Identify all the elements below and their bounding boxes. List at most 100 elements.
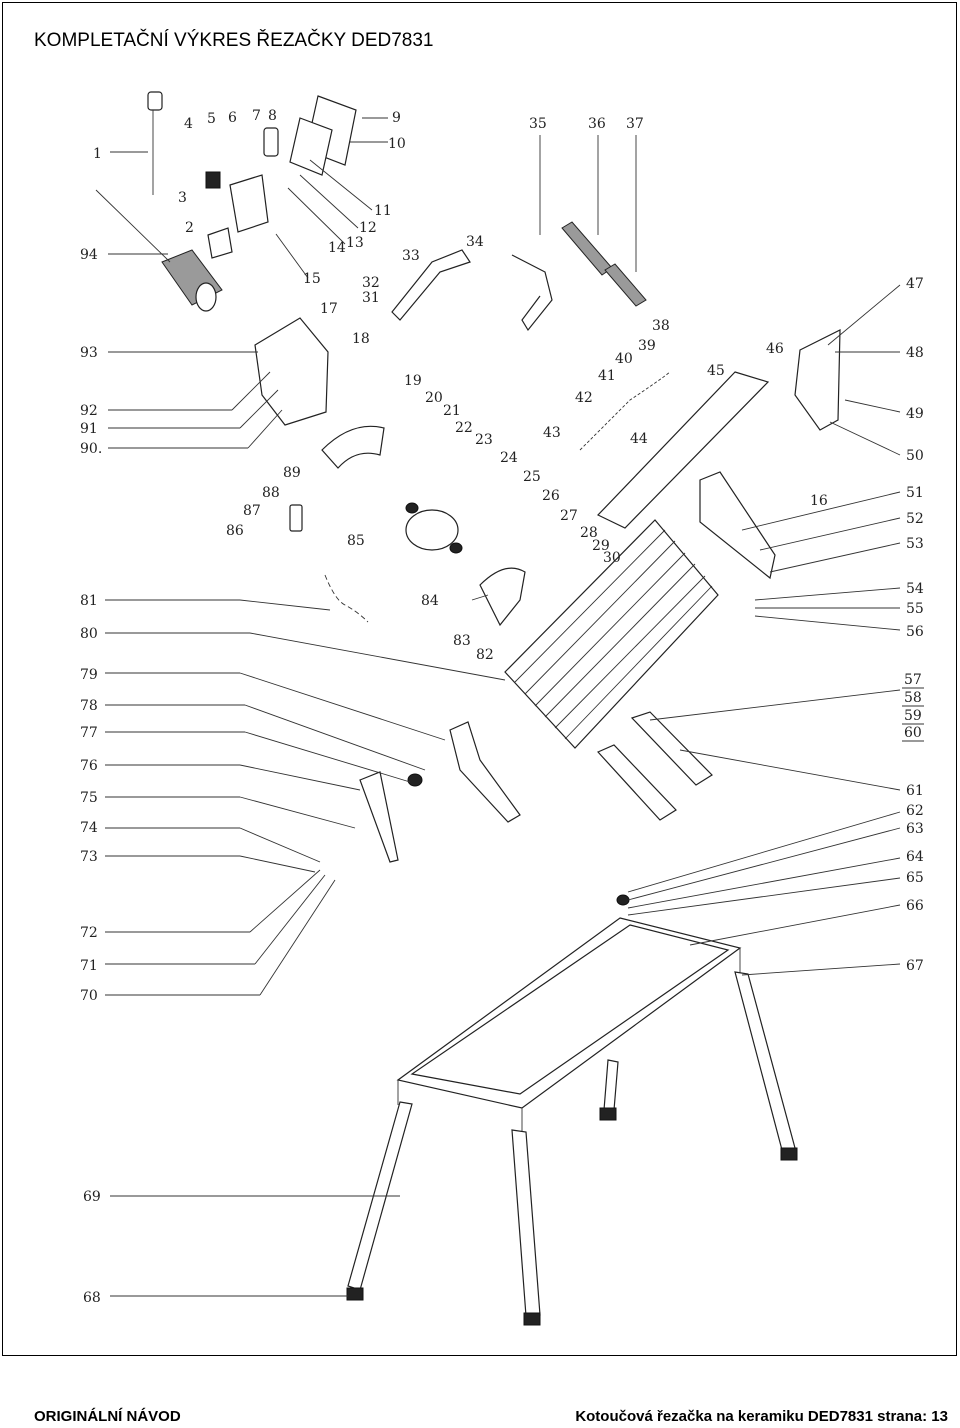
callout-38: 38 xyxy=(652,318,670,334)
drawing-frame xyxy=(2,2,957,1356)
callout-83: 83 xyxy=(453,633,471,649)
callout-62: 62 xyxy=(906,803,924,819)
callout-77: 77 xyxy=(80,725,98,741)
callout-75: 75 xyxy=(80,790,98,806)
callout-67: 67 xyxy=(906,958,924,974)
callout-64: 64 xyxy=(906,849,924,865)
callout-78: 78 xyxy=(80,698,98,714)
callout-58: 58 xyxy=(904,690,922,706)
callout-18: 18 xyxy=(352,331,370,347)
footer-page-info: Kotoučová řezačka na keramiku DED7831 st… xyxy=(575,1408,948,1425)
callout-2: 2 xyxy=(185,220,194,236)
callout-17: 17 xyxy=(320,301,338,317)
page-title: KOMPLETAČNÍ VÝKRES ŘEZAČKY DED7831 xyxy=(34,30,434,51)
callout-63: 63 xyxy=(906,821,924,837)
callout-30: 30 xyxy=(603,550,621,566)
callout-40: 40 xyxy=(615,351,633,367)
callout-46: 46 xyxy=(766,341,784,357)
callout-11: 11 xyxy=(374,203,392,219)
callout-14: 14 xyxy=(328,240,346,256)
chain xyxy=(324,574,369,623)
callout-36: 36 xyxy=(588,116,606,132)
callout-13: 13 xyxy=(346,235,364,251)
callout-22: 22 xyxy=(455,420,473,436)
callout-53: 53 xyxy=(906,536,924,552)
callout-87: 87 xyxy=(243,503,261,519)
rear-guard xyxy=(479,567,526,627)
callout-89: 89 xyxy=(283,465,301,481)
callout-16: 16 xyxy=(810,493,828,509)
callout-35: 35 xyxy=(529,116,547,132)
stand xyxy=(346,894,798,1326)
callout-92: 92 xyxy=(80,403,98,419)
callout-80: 80 xyxy=(80,626,98,642)
callout-61: 61 xyxy=(906,783,924,799)
callout-5: 5 xyxy=(207,111,216,127)
rail-foot-back xyxy=(630,711,713,786)
callout-29: 29 xyxy=(592,538,610,554)
callout-60: 60 xyxy=(904,725,922,741)
callout-37: 37 xyxy=(626,116,644,132)
switch-box xyxy=(205,127,279,259)
callout-59: 59 xyxy=(904,708,922,724)
callout-47: 47 xyxy=(906,276,924,292)
callout-25: 25 xyxy=(523,469,541,485)
motor xyxy=(161,249,223,312)
callout-94: 94 xyxy=(80,247,98,263)
blade-flange xyxy=(405,502,419,514)
callout-66: 66 xyxy=(906,898,924,914)
callout-85: 85 xyxy=(347,533,365,549)
callout-1: 1 xyxy=(93,146,102,162)
callout-73: 73 xyxy=(80,849,98,865)
leader-lines xyxy=(95,117,901,1297)
callout-76: 76 xyxy=(80,758,98,774)
callout-10: 10 xyxy=(388,136,406,152)
callout-box-lines xyxy=(902,687,924,742)
front-support-right xyxy=(449,721,521,823)
callout-51: 51 xyxy=(906,485,924,501)
callout-41: 41 xyxy=(598,368,616,384)
callout-88: 88 xyxy=(262,485,280,501)
callout-79: 79 xyxy=(80,667,98,683)
callout-39: 39 xyxy=(638,338,656,354)
callout-12: 12 xyxy=(359,220,377,236)
callout-74: 74 xyxy=(80,820,98,836)
rear-support xyxy=(699,471,776,580)
callout-8: 8 xyxy=(268,108,277,124)
callout-3: 3 xyxy=(178,190,187,206)
callout-32: 32 xyxy=(362,275,380,291)
callout-90: 90. xyxy=(80,441,102,457)
motor-bracket xyxy=(254,317,329,426)
cover-plate-inner xyxy=(289,117,333,176)
callout-23: 23 xyxy=(475,432,493,448)
callout-69: 69 xyxy=(83,1189,101,1205)
callout-15: 15 xyxy=(303,271,321,287)
callout-82: 82 xyxy=(476,647,494,663)
guide-bracket xyxy=(511,254,553,332)
footer-manual-label: ORIGINÁLNÍ NÁVOD xyxy=(34,1408,181,1425)
callout-42: 42 xyxy=(575,390,593,406)
callout-27: 27 xyxy=(560,508,578,524)
guide-beam xyxy=(596,371,770,529)
callout-33: 33 xyxy=(402,248,420,264)
callout-7: 7 xyxy=(252,108,261,124)
callout-55: 55 xyxy=(906,601,924,617)
saw-blade xyxy=(405,509,459,551)
crank-handle xyxy=(391,249,471,321)
callout-6: 6 xyxy=(228,110,237,126)
callout-45: 45 xyxy=(707,363,725,379)
callout-52: 52 xyxy=(906,511,924,527)
callout-48: 48 xyxy=(906,345,924,361)
callout-numbers: 1 2 3 4 5 6 7 8 9 10 11 12 13 14 15 16 1… xyxy=(80,108,924,1306)
front-support-left xyxy=(359,771,399,863)
cable-carrier xyxy=(579,371,671,451)
rail-left xyxy=(561,221,613,276)
rail-right xyxy=(604,263,647,307)
callout-84: 84 xyxy=(421,593,439,609)
callout-31: 31 xyxy=(362,290,380,306)
callout-20: 20 xyxy=(425,390,443,406)
callout-43: 43 xyxy=(543,425,561,441)
power-plug xyxy=(147,91,163,195)
callout-34: 34 xyxy=(466,234,484,250)
callout-44: 44 xyxy=(630,431,648,447)
